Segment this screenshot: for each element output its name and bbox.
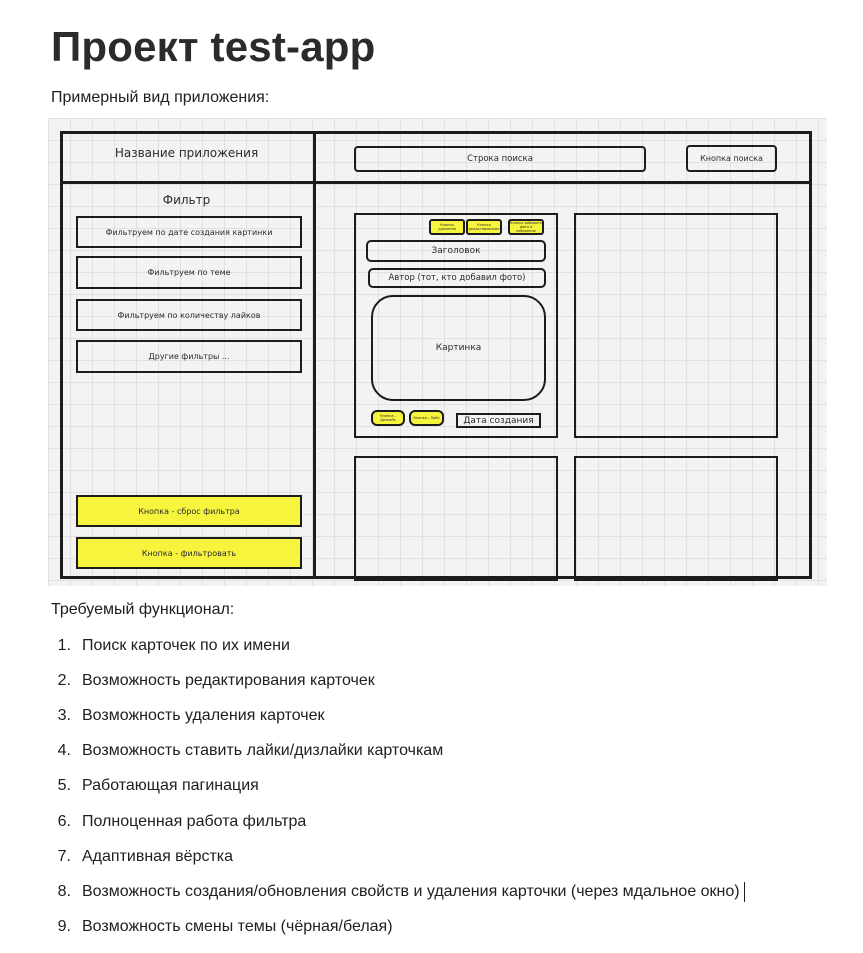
list-item-number: 2. xyxy=(57,672,71,689)
text-cursor xyxy=(743,882,745,902)
mockup-card-author: Автор (тот, кто добавил фото) xyxy=(368,268,546,288)
mockup-reset-filter-button: Кнопка - сброс фильтра xyxy=(76,495,302,527)
mockup-search-button: Кнопка поиска xyxy=(686,145,777,172)
mockup-card-like-button: Кнопка - Лайк xyxy=(409,410,444,426)
list-item-text: Возможность смены темы (чёрная/белая) xyxy=(82,918,393,935)
mockup-frame xyxy=(60,131,812,579)
list-item-number: 9. xyxy=(57,918,71,935)
list-item-text: Адаптивная вёрстка xyxy=(82,848,234,865)
mockup-filter-by-date: Фильтруем по дате создания картинки xyxy=(76,216,302,248)
list-item-text: Работающая пагинация xyxy=(82,777,259,794)
list-item-text: Поиск карточек по их имени xyxy=(82,637,290,654)
list-item-number: 4. xyxy=(57,742,71,759)
page-subtitle: Примерный вид приложения: xyxy=(51,89,270,106)
list-item-text: Возможность ставить лайки/дизлайки карто… xyxy=(82,742,444,759)
mockup-card-date: Дата создания xyxy=(456,413,541,428)
mockup-app-name: Название приложения xyxy=(114,146,259,160)
mockup-card-placeholder xyxy=(574,213,778,438)
list-item-number: 3. xyxy=(57,707,71,724)
list-item-number: 6. xyxy=(57,813,71,830)
mockup-filter-by-likes: Фильтруем по количеству лайков xyxy=(76,299,302,331)
list-item-text: Возможность создания/обновления свойств … xyxy=(82,882,745,902)
mockup-card-heading: Заголовок xyxy=(366,240,546,262)
list-item-text: Возможность удаления карточек xyxy=(82,707,325,724)
mockup-card-edit-button: Кнопка редактирования xyxy=(466,219,502,235)
list-item-text: Возможность редактирования карточек xyxy=(82,672,375,689)
mockup-filter-title: Фильтр xyxy=(162,193,211,207)
mockup-card-placeholder xyxy=(354,456,558,581)
mockup-header-divider xyxy=(60,181,812,184)
list-item-text: Полноценная работа фильтра xyxy=(82,813,307,830)
mockup-card-favorite-button: Кнопка добавить фото в избранное xyxy=(508,219,544,235)
mockup-filter-by-topic: Фильтруем по теме xyxy=(76,256,302,289)
list-item-number: 1. xyxy=(57,637,71,654)
list-item-number: 7. xyxy=(57,848,71,865)
page-title: Проект test-app xyxy=(51,23,376,70)
mockup-filter-other: Другие фильтры ... xyxy=(76,340,302,373)
mockup-search-field: Строка поиска xyxy=(354,146,646,172)
mockup-card-delete-button: Кнопка удаления xyxy=(429,219,465,235)
list-item-number: 8. xyxy=(57,883,71,900)
list-item-text-content: Возможность создания/обновления свойств … xyxy=(82,883,740,900)
mockup-card-placeholder xyxy=(574,456,778,581)
mockup-sidebar-divider xyxy=(313,131,316,579)
mockup-card-dislike-button: Кнопка - Дизлайк xyxy=(371,410,405,426)
mockup-card xyxy=(354,213,558,438)
mockup-apply-filter-button: Кнопка - фильтровать xyxy=(76,537,302,569)
mockup-card-picture: Картинка xyxy=(371,295,546,401)
app-mockup-image: Название приложения Строка поиска Кнопка… xyxy=(48,118,827,586)
list-item-number: 5. xyxy=(57,777,71,794)
requirements-heading: Требуемый функционал: xyxy=(51,601,235,618)
